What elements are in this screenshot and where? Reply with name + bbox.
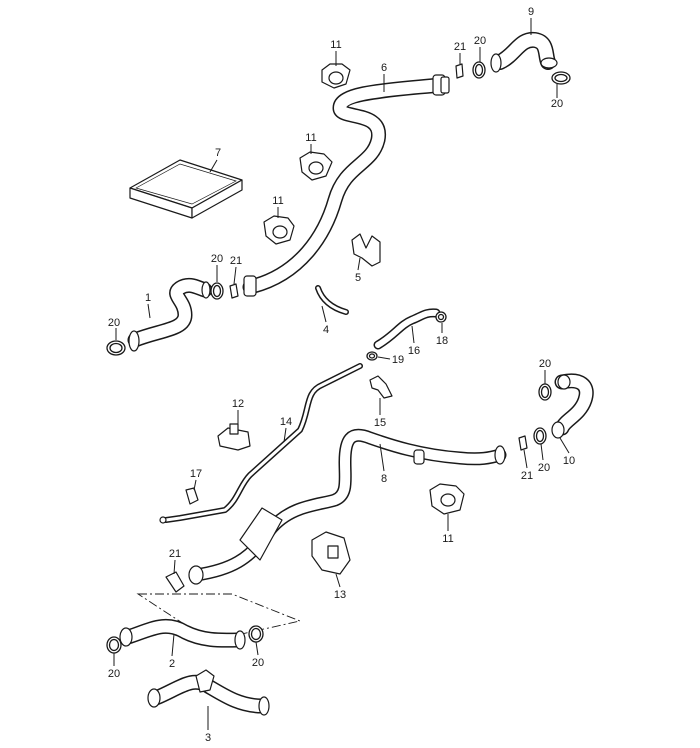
bracket-12 [217,423,251,451]
clip-21-a [455,63,464,79]
callout-20: 20 [539,358,551,370]
callout-21: 21 [169,548,181,560]
callout-10: 10 [563,455,575,467]
callout-12: 12 [232,398,244,410]
clamp-11-a [321,63,351,89]
seal-ring-20-c [210,282,224,300]
callout-17: 17 [190,468,202,480]
clamp-19 [366,351,378,361]
callout-16: 16 [408,345,420,357]
callout-11: 11 [272,195,283,207]
clamp-18 [435,311,447,323]
callout-21: 21 [230,255,242,267]
hose-1 [127,277,213,352]
seal-ring-20-b [551,71,571,85]
callout-18: 18 [436,335,448,347]
callout-8: 8 [381,473,387,485]
callout-13: 13 [334,589,346,601]
hose-8 [188,428,507,585]
seal-ring-20-d [106,340,126,356]
seal-ring-20-h [248,625,264,643]
clip-17 [185,487,199,505]
callout-11: 11 [330,39,341,51]
callout-20: 20 [252,657,264,669]
callout-20: 20 [108,668,120,680]
callout-11: 11 [442,533,453,545]
hose-6 [242,74,450,297]
pipe-14 [159,363,363,524]
callout-labels: 9 11 21 20 6 20 11 7 11 20 21 5 1 20 4 1… [108,6,575,744]
callout-21: 21 [521,470,533,482]
clip-21-b [229,283,239,299]
clamp-11-c [263,215,295,245]
callout-20: 20 [211,253,223,265]
callout-19: 19 [392,354,404,366]
hose-2 [119,618,246,650]
callout-11: 11 [305,132,316,144]
callout-5: 5 [355,272,361,284]
bracket-5 [351,233,381,267]
callout-4: 4 [323,324,329,336]
hose-10 [551,373,594,439]
hose-3 [147,669,270,716]
clamp-11-b [299,151,333,181]
callout-20: 20 [538,462,550,474]
callout-21: 21 [454,41,466,53]
bracket-4 [315,285,349,315]
callout-20: 20 [551,98,563,110]
callout-20: 20 [108,317,120,329]
seal-ring-20-e [538,383,552,401]
callout-15: 15 [374,417,386,429]
callout-7: 7 [215,147,221,159]
seal-ring-20-f [533,427,547,445]
callout-14: 14 [280,416,292,428]
callout-3: 3 [205,732,211,744]
clip-21-d [165,571,185,593]
clip-21-c [518,435,528,451]
hose-16 [373,308,441,350]
callout-1: 1 [145,292,151,304]
callout-2: 2 [169,658,175,670]
callout-6: 6 [381,62,387,74]
bracket-15 [369,375,393,399]
seal-ring-20-a [472,61,486,79]
callout-20: 20 [474,35,486,47]
seal-ring-20-g [106,636,122,654]
callout-9: 9 [528,6,534,18]
callout-leaders [113,18,570,730]
bracket-13 [311,531,351,575]
clamp-11-d [429,483,465,515]
hose-9 [490,31,558,73]
filter-block-7 [129,159,243,219]
